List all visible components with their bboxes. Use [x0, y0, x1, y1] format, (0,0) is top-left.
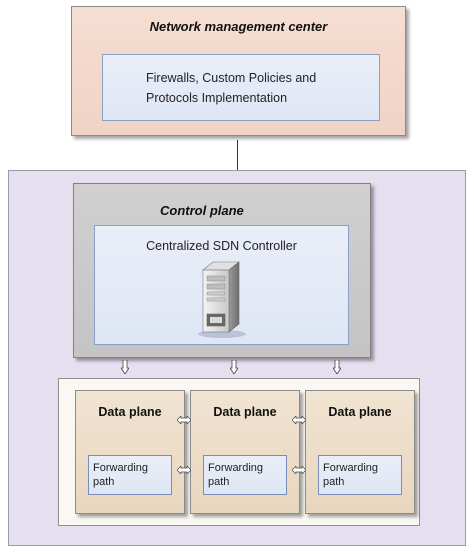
data-plane-title: Data plane [328, 405, 392, 419]
down-arrow-icon [121, 360, 129, 374]
down-arrow-icon [230, 360, 238, 374]
forwarding-path: Forwarding path [203, 455, 287, 495]
control-plane: Control plane Centralized SDN Controller [73, 183, 371, 358]
control-plane-title: Control plane [160, 203, 244, 218]
connector-line [237, 140, 238, 170]
policies-box: Firewalls, Custom Policies and Protocols… [102, 54, 380, 121]
network-management-center-title: Network management center [149, 19, 328, 34]
sdn-controller-box: Centralized SDN Controller [94, 225, 349, 345]
data-plane-3: Data plane Forwarding path [305, 390, 415, 514]
forwarding-path: Forwarding path [88, 455, 172, 495]
network-management-center: Network management center Firewalls, Cus… [71, 6, 406, 136]
forwarding-path: Forwarding path [318, 455, 402, 495]
bidirectional-arrow-icon [292, 416, 306, 424]
data-plane-1: Data plane Forwarding path [75, 390, 185, 514]
bidirectional-arrow-icon [177, 416, 191, 424]
sdn-controller-label: Centralized SDN Controller [146, 239, 297, 253]
data-plane-2: Data plane Forwarding path [190, 390, 300, 514]
down-arrow-icon [333, 360, 341, 374]
policies-label: Firewalls, Custom Policies and Protocols… [146, 70, 317, 105]
data-plane-title: Data plane [213, 405, 277, 419]
bidirectional-arrow-icon [292, 466, 306, 474]
bidirectional-arrow-icon [177, 466, 191, 474]
data-plane-title: Data plane [98, 405, 162, 419]
server-icon [198, 261, 246, 338]
